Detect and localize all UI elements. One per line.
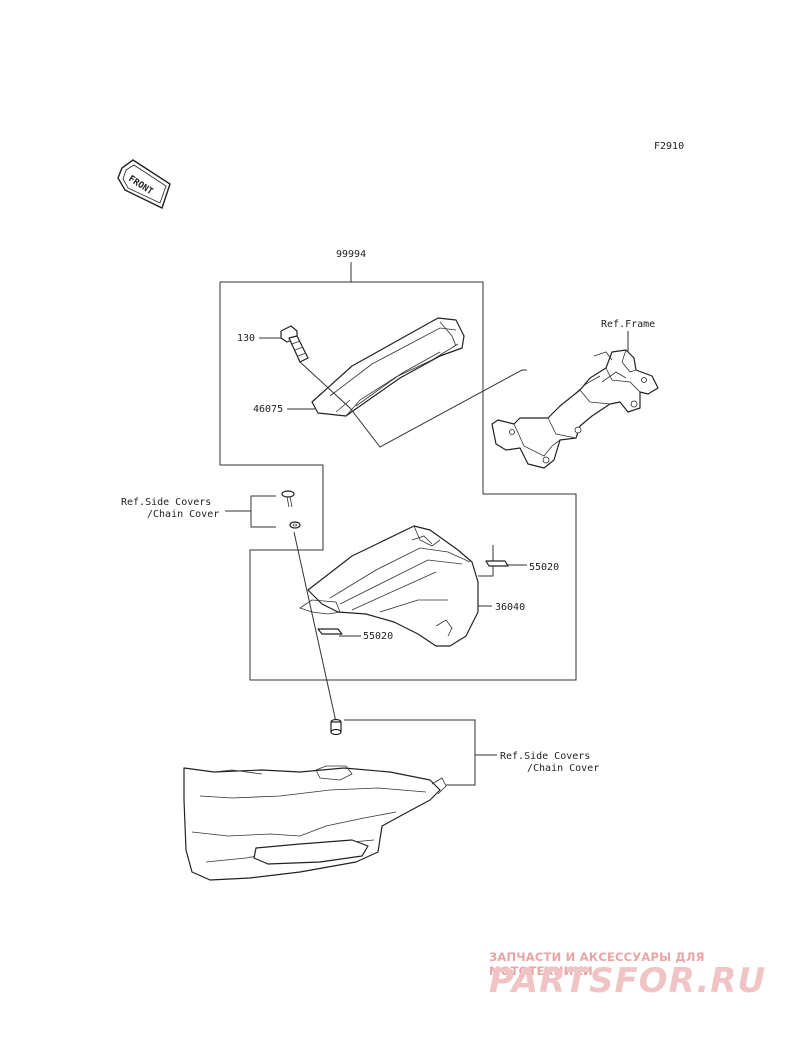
front-arrow-icon: FRONT <box>117 159 171 209</box>
grommet-part <box>330 718 342 736</box>
decal-left-part <box>317 628 343 635</box>
frame-part <box>491 349 659 469</box>
chain-cover-part <box>183 765 447 881</box>
side-cover-part <box>299 525 479 647</box>
label-bolt: 130 <box>237 333 255 344</box>
decal-right-part <box>485 560 509 567</box>
leader-cover-top <box>478 545 494 577</box>
label-frame: Ref.Frame <box>601 319 655 330</box>
assembly-label: 99994 <box>336 249 366 260</box>
upper-cover-part <box>311 317 465 417</box>
label-side-cover: 36040 <box>495 602 525 613</box>
watermark-tagline: ЗАПЧАСТИ И АКСЕССУАРЫ ДЛЯ МОТОТЕХНИКИ <box>489 950 705 978</box>
bolt-part <box>280 325 309 363</box>
bracket-side-covers-top <box>250 495 276 528</box>
washer-part <box>289 521 301 529</box>
label-side-covers-top-1: Ref.Side Covers <box>121 497 211 508</box>
label-side-covers-bottom-1: Ref.Side Covers <box>500 751 590 762</box>
bracket-side-covers-bottom <box>344 719 476 786</box>
watermark-brand: PARTSFOR.RU <box>489 961 767 1001</box>
small-screw-part <box>281 490 295 508</box>
assembly-outline <box>219 281 577 681</box>
leader-cover-to-frame <box>299 361 527 448</box>
label-decal-right: 55020 <box>529 562 559 573</box>
label-upper-cover: 46075 <box>253 404 283 415</box>
diagram-code: F2910 <box>654 141 684 152</box>
leader-vertical <box>293 531 337 723</box>
label-side-covers-top-2: /Chain Cover <box>147 509 219 520</box>
label-side-covers-bottom-2: /Chain Cover <box>527 763 599 774</box>
label-decal-left: 55020 <box>363 631 393 642</box>
